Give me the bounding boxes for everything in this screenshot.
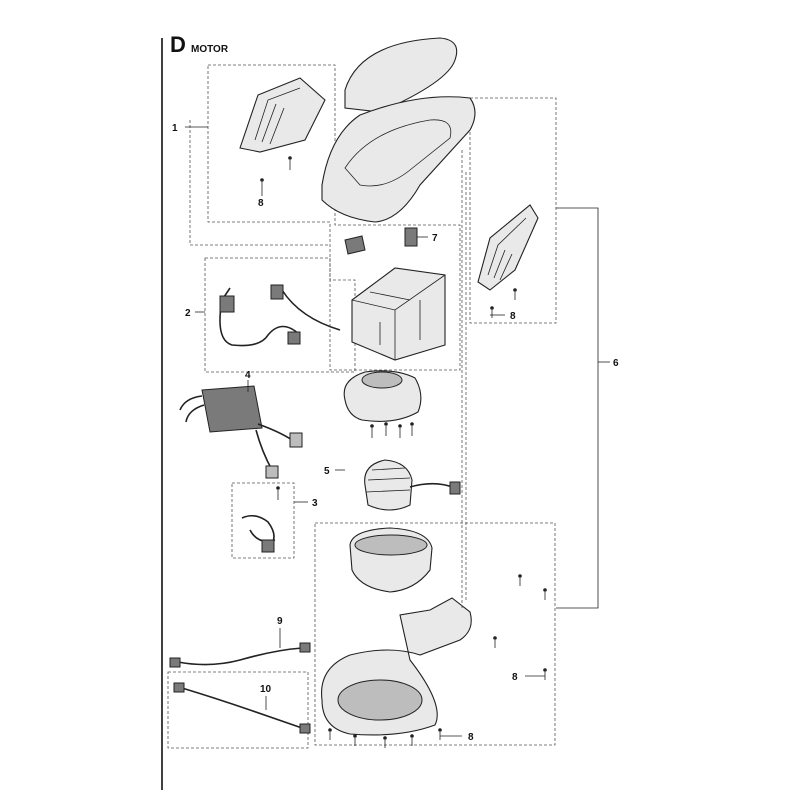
side-panel-left [239, 77, 326, 153]
frame-group-2 [204, 257, 356, 373]
board-plug-b [265, 465, 279, 479]
frame-group-6-top [469, 97, 557, 324]
callout-10: 10 [260, 684, 272, 695]
cable-9-plug-a [169, 657, 181, 668]
top-cover [321, 96, 476, 223]
board-plug-a [289, 432, 303, 448]
control-board [201, 385, 263, 433]
leader-lines [185, 126, 610, 737]
motor-fan-grille [361, 371, 403, 389]
callout-6: 6 [613, 358, 619, 369]
cable-10 [181, 687, 303, 729]
fan-ring-top [354, 534, 428, 556]
harness-plug-2c [287, 331, 301, 345]
harness-plug-2a [219, 295, 235, 313]
cable-9-plug-b [299, 642, 311, 653]
base-opening [337, 679, 423, 721]
diagram-title: MOTOR [191, 44, 229, 55]
motor-unit [364, 459, 413, 511]
harness-plug-2b [270, 284, 284, 300]
motor-lead [409, 482, 456, 489]
frame-group-10 [167, 671, 309, 749]
callout-4: 4 [245, 370, 251, 381]
callout-8-bottom: 8 [468, 732, 474, 743]
cable-10-plug-b [299, 723, 311, 734]
callout-8-right: 8 [512, 672, 518, 683]
callout-8-top-left: 8 [258, 198, 264, 209]
side-panel-right-ribs [487, 217, 527, 281]
screw-set [260, 156, 547, 748]
control-board-wires [179, 395, 293, 471]
bracket-6 [556, 207, 599, 609]
frame-group-1 [207, 64, 461, 371]
small-bracket [344, 235, 366, 255]
top-cover-opening [344, 119, 452, 187]
frame-group-3 [231, 482, 295, 559]
callout-8-top-right: 8 [510, 311, 516, 322]
harness-plug-3 [261, 539, 275, 553]
cable-10-plug-a [173, 682, 185, 693]
callout-9: 9 [277, 616, 283, 627]
callout-3: 3 [312, 498, 318, 509]
side-panel-right [477, 204, 539, 291]
motor-housing-box [351, 267, 446, 361]
frame-group-6-bottom [314, 522, 556, 746]
top-handle [344, 37, 458, 113]
cable-9 [177, 647, 303, 666]
callout-5: 5 [324, 466, 330, 477]
motor-housing-edges [351, 274, 446, 360]
side-panel-left-ribs [254, 87, 301, 145]
frame-group-1-outer [189, 120, 330, 246]
motor-windings [365, 467, 411, 493]
callout-1: 1 [172, 123, 178, 134]
section-letter: D [170, 32, 186, 57]
motor-plug [449, 481, 461, 495]
callout-7: 7 [432, 233, 438, 244]
callout-2: 2 [185, 308, 191, 319]
connector-7 [404, 227, 418, 247]
